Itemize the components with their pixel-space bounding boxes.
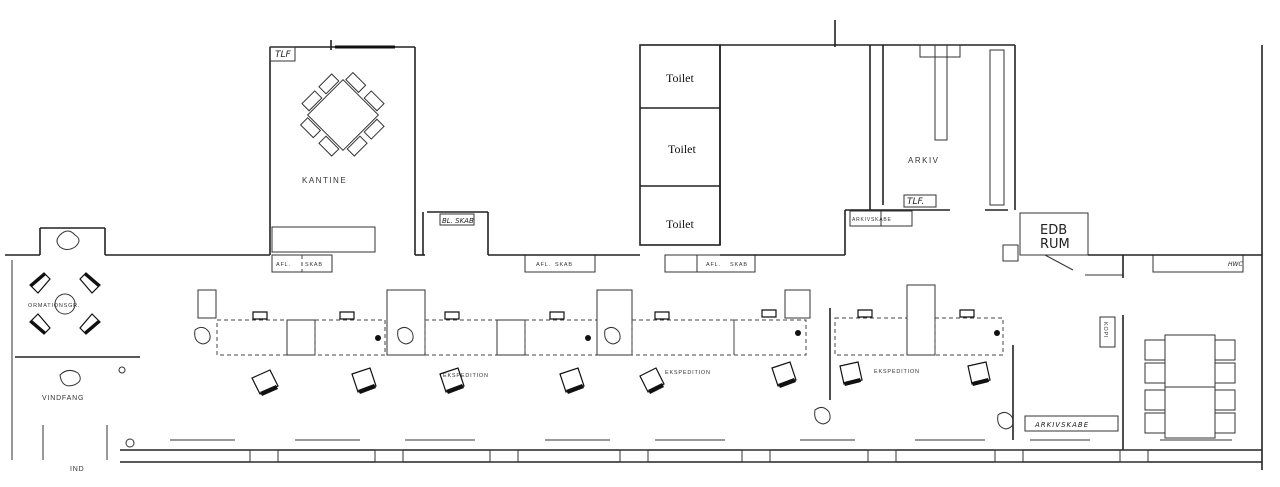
arkivskabe-label: ARKIVSKABE	[852, 217, 892, 223]
edb-label: EDB	[1040, 223, 1067, 238]
ekspedition-label: EKSPEDITION	[874, 369, 920, 375]
kopi-label: KOPI	[1102, 322, 1108, 338]
afl-skab-label: AFL.	[536, 262, 551, 268]
ekspedition-label: EKSPEDITION	[443, 373, 489, 379]
workstations: EKSPEDITION EKSPEDITION EKSPEDITION	[194, 284, 1014, 440]
plant-icon	[194, 326, 211, 345]
afl-skab-label: SKAB	[730, 262, 748, 268]
afl-skab-label: AFL.	[706, 262, 721, 268]
edb-rum: EDB RUM HWC	[1002, 212, 1244, 278]
plant-icon	[397, 326, 414, 345]
afl-skab-label: AFL.	[276, 262, 291, 268]
dining-table-icon	[299, 71, 385, 157]
tlf-label: TLF	[275, 50, 292, 60]
afl-skab-label: SKAB	[305, 262, 323, 268]
plant-icon	[997, 411, 1014, 430]
plant-icon	[814, 406, 831, 425]
toilet-label: Toilet	[666, 71, 694, 85]
informationsgr-area: ORMATIONSGR. VINDFANG IND	[11, 230, 140, 473]
wc-label: HWC	[1228, 261, 1243, 268]
edb-label: RUM	[1040, 237, 1070, 252]
arkiv-room: ARKIV TLF. ARKIVSKABE	[844, 44, 1016, 255]
visitor-chairs-icon	[251, 361, 991, 396]
lounge-chairs-icon	[29, 272, 101, 335]
bl-skab: BL. SKAB	[422, 211, 489, 255]
arkivskabe-label: ARKIVSKABE	[1034, 421, 1089, 429]
toilet-block: Toilet Toilet Toilet AFL. SKAB AFL. SKAB	[524, 20, 868, 273]
bl-skab-label: BL. SKAB	[442, 217, 474, 225]
afl-skab-label: SKAB	[555, 262, 573, 268]
toilet-label: Toilet	[668, 142, 696, 156]
meeting-area: KOPI ARKIVSKABE	[1024, 315, 1236, 450]
conference-chairs-icon	[1144, 339, 1236, 434]
toilet-label: Toilet	[666, 217, 694, 231]
ind-label: IND	[70, 466, 84, 473]
corridor-wall	[5, 45, 1263, 470]
ekspedition-label: EKSPEDITION	[665, 370, 711, 376]
kantine-room: TLF KANTINE AFL. SKAB	[269, 40, 416, 273]
plant-icon	[59, 369, 81, 387]
kantine-label: KANTINE	[302, 176, 347, 185]
tlf-label: TLF.	[907, 197, 924, 207]
plant-icon	[56, 230, 80, 250]
informationsgr-label: ORMATIONSGR.	[28, 303, 80, 309]
vindfang-label: VINDFANG	[42, 395, 84, 402]
arkiv-label: ARKIV	[908, 156, 940, 165]
desk-chairs-icon	[252, 309, 975, 320]
plant-icon	[604, 326, 621, 345]
outer-wall	[120, 438, 1262, 463]
